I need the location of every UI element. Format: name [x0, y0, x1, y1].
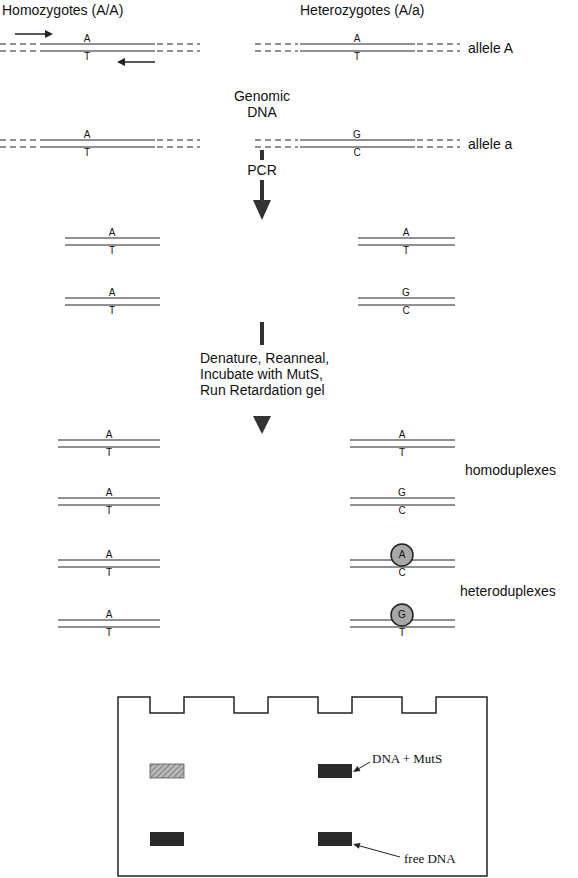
column-heading: Homozygotes (A/A)	[2, 2, 123, 18]
dna-strand	[58, 560, 160, 567]
process-arrow-head	[253, 416, 271, 434]
allele-label: allele A	[468, 40, 513, 56]
column-heading: Heterozygotes (A/a)	[300, 2, 425, 18]
primer-arrow-head	[117, 58, 125, 66]
base-letter: A	[84, 130, 91, 140]
base-letter: A	[354, 34, 361, 44]
base-letter: A	[106, 610, 113, 620]
base-letter: T	[399, 448, 405, 458]
dna-strand	[40, 44, 155, 51]
dna-strand	[300, 140, 415, 147]
dna-strand	[350, 498, 455, 505]
dna-strand	[65, 238, 160, 245]
base-letter: G	[398, 610, 406, 620]
base-letter: T	[106, 448, 112, 458]
base-letter: T	[84, 52, 90, 62]
gel-band	[150, 832, 184, 846]
dna-strand	[358, 298, 455, 305]
base-letter: A	[109, 228, 116, 238]
dna-strand	[300, 44, 415, 51]
gel-callout: DNA + MutS	[372, 751, 442, 766]
base-letter: A	[106, 488, 113, 498]
base-letter: C	[402, 306, 409, 316]
leader-arrow-head	[353, 843, 361, 849]
group-label: heteroduplexes	[460, 583, 556, 599]
base-letter: A	[109, 288, 116, 298]
process-arrow	[260, 322, 264, 345]
dna-strand	[350, 440, 455, 447]
muts-protein	[391, 604, 413, 626]
dna-strand-dashed	[255, 44, 460, 51]
primer-arrow	[15, 33, 46, 35]
muts-protein	[391, 544, 413, 566]
base-letter: A	[399, 550, 406, 560]
dna-strand	[65, 298, 160, 305]
dna-strand	[58, 498, 160, 505]
base-letter: T	[109, 246, 115, 256]
base-letter: T	[354, 52, 360, 62]
base-letter: T	[109, 306, 115, 316]
process-arrow-head	[253, 200, 271, 220]
base-letter: G	[402, 288, 410, 298]
dna-strand	[58, 620, 160, 627]
base-letter: A	[399, 430, 406, 440]
allele-label: allele a	[468, 136, 512, 152]
step-label: PCR	[244, 160, 280, 180]
dna-strand-dashed	[0, 140, 200, 147]
base-letter: A	[106, 550, 113, 560]
dna-strand-dashed	[255, 140, 460, 147]
base-letter: T	[403, 246, 409, 256]
leader-line	[359, 762, 370, 769]
dna-strand	[358, 238, 455, 245]
base-letter: T	[399, 628, 405, 638]
gel-outline	[118, 697, 487, 876]
base-letter: G	[398, 488, 406, 498]
leader-line	[360, 846, 400, 857]
gel-band-faint	[150, 764, 184, 778]
step-label: Genomic DNA	[222, 88, 302, 120]
dna-strand-dashed	[0, 44, 200, 51]
primer-arrow	[124, 61, 155, 63]
base-letter: T	[106, 506, 112, 516]
primer-arrow-head	[45, 30, 53, 38]
base-letter: C	[353, 148, 360, 158]
base-letter: T	[106, 568, 112, 578]
base-letter: T	[84, 148, 90, 158]
dna-strand	[40, 140, 155, 147]
base-letter: C	[398, 506, 405, 516]
base-letter: G	[353, 130, 361, 140]
base-letter: C	[398, 568, 405, 578]
group-label: homoduplexes	[465, 462, 556, 478]
base-letter: A	[106, 430, 113, 440]
dna-strand	[58, 440, 160, 447]
leader-arrow-head	[353, 766, 361, 772]
base-letter: A	[403, 228, 410, 238]
gel-callout: free DNA	[404, 851, 456, 866]
base-letter: A	[84, 34, 91, 44]
gel-band	[318, 832, 352, 846]
gel-band	[318, 764, 352, 778]
base-letter: T	[106, 628, 112, 638]
step-label: Denature, Reanneal, Incubate with MutS, …	[200, 350, 345, 398]
